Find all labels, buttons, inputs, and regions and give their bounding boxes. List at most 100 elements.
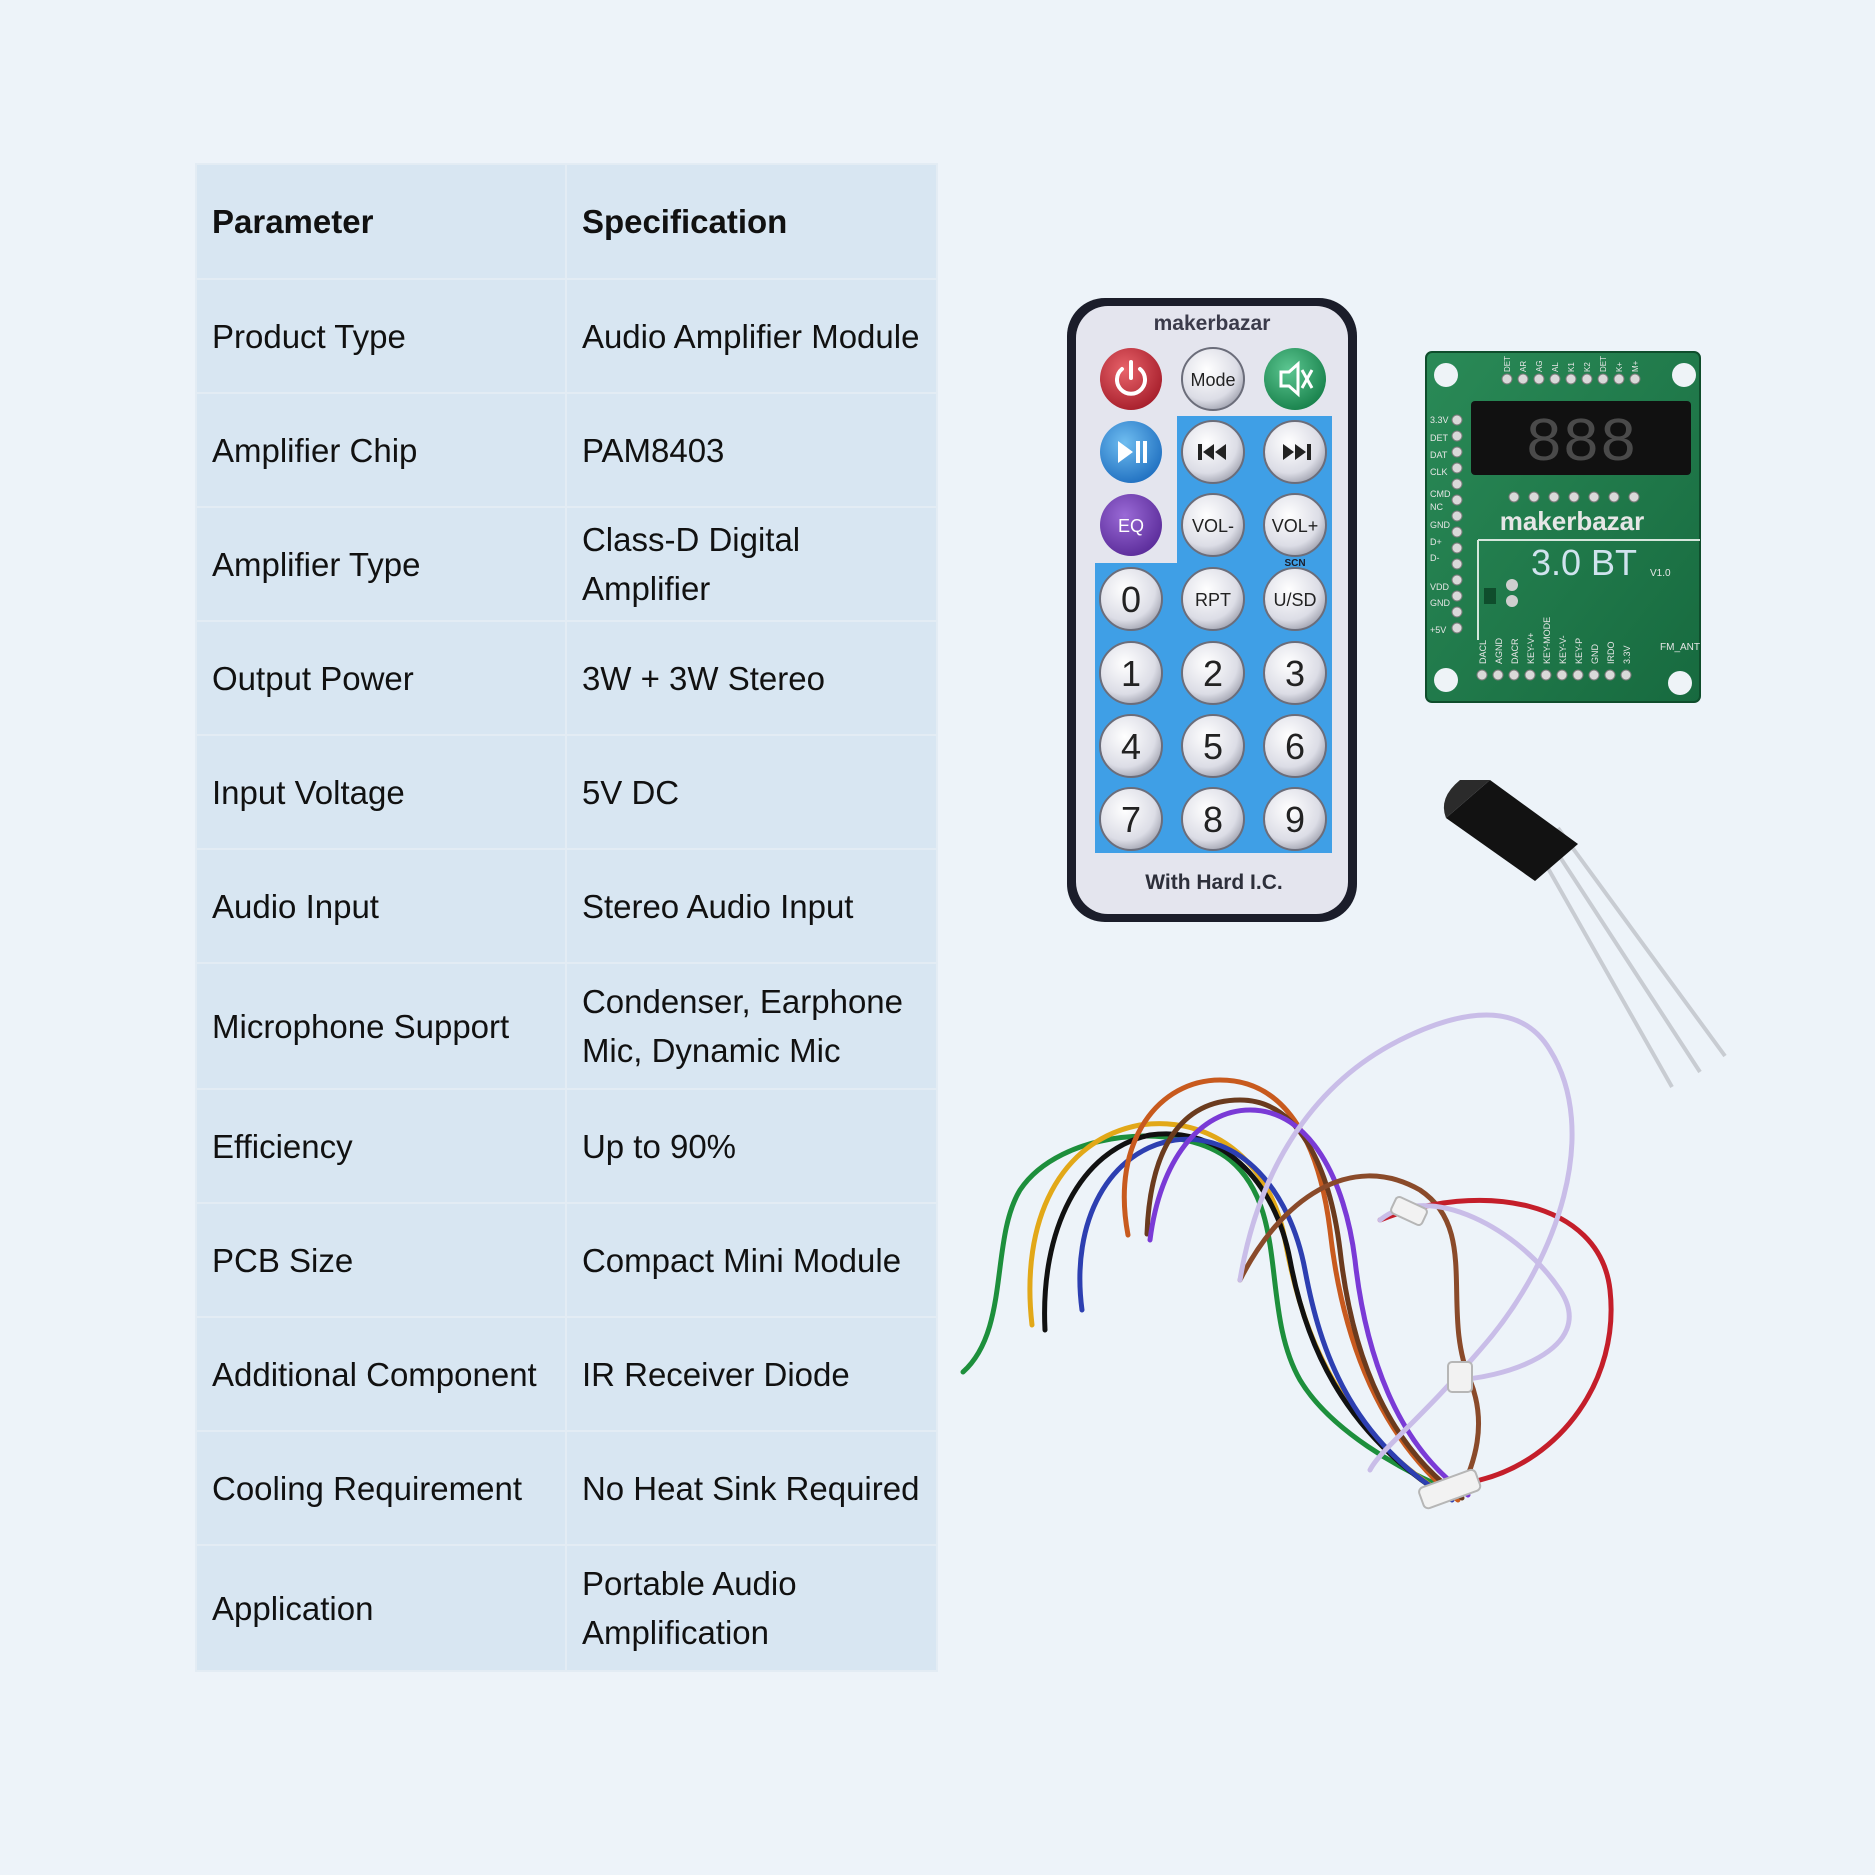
board-version: V1.0 — [1650, 568, 1671, 579]
volume-down-label: VOL- — [1192, 516, 1234, 536]
left-pin-label: DET — [1430, 433, 1449, 443]
specification-cell: Stereo Audio Input — [564, 848, 939, 964]
left-pin-label: CLK — [1430, 467, 1448, 477]
bottom-pin-label: AGND — [1494, 637, 1504, 664]
top-pin-label: AG — [1535, 360, 1544, 372]
digit-6-label: 6 — [1285, 726, 1305, 767]
left-pin-label: D+ — [1430, 537, 1442, 547]
bottom-pin-label: GND — [1590, 644, 1600, 665]
specification-cell: Compact Mini Module — [564, 1202, 939, 1318]
table-header-row: Parameter Specification — [195, 163, 939, 280]
power-icon — [1115, 360, 1147, 396]
parameter-cell: Additional Component — [195, 1316, 567, 1432]
digit-2-label: 2 — [1203, 653, 1223, 694]
top-pin-label: K2 — [1583, 362, 1592, 372]
eq-button[interactable] — [1100, 494, 1162, 556]
parameter-cell: Efficiency — [195, 1088, 567, 1204]
left-pin-label: DAT — [1430, 450, 1448, 460]
bottom-pin-label: IRDO — [1606, 642, 1616, 665]
digit-7-label: 7 — [1121, 799, 1141, 840]
parameter-cell: Audio Input — [195, 848, 567, 964]
mode-button[interactable] — [1181, 347, 1245, 411]
specification-cell: PAM8403 — [564, 392, 939, 508]
left-pin-label: +5V — [1430, 625, 1446, 635]
column-header-specification: Specification — [564, 163, 939, 280]
usd-label: U/SD — [1273, 590, 1316, 610]
left-pin-label: GND — [1430, 520, 1451, 530]
remote-footer: With Hard I.C. — [1145, 871, 1282, 894]
digit-0-label: 0 — [1121, 579, 1141, 620]
volume-up-label: VOL+ — [1272, 516, 1319, 536]
digit-1-button[interactable] — [1099, 641, 1163, 705]
digit-8-label: 8 — [1203, 799, 1223, 840]
digit-6-button[interactable] — [1263, 714, 1327, 778]
top-pin-label: DET — [1599, 356, 1608, 372]
left-pin-label: 3.3V — [1430, 415, 1449, 425]
digit-5-label: 5 — [1203, 726, 1223, 767]
digit-9-button[interactable] — [1263, 787, 1327, 851]
antenna-label: FM_ANT — [1660, 642, 1700, 653]
play-pause-icon — [1118, 441, 1147, 463]
mute-button[interactable] — [1264, 348, 1326, 410]
eq-label: EQ — [1118, 516, 1144, 536]
parameter-cell: Microphone Support — [195, 962, 567, 1090]
column-header-parameter: Parameter — [195, 163, 567, 280]
scn-label: SCN — [1284, 558, 1305, 569]
left-pin-label: D- — [1430, 553, 1440, 563]
specification-cell: Audio Amplifier Module — [564, 278, 939, 394]
digit-3-button[interactable] — [1263, 641, 1327, 705]
bottom-pin-label: DACR — [1510, 638, 1520, 664]
bottom-pin-label: DACL — [1478, 640, 1488, 664]
digit-5-button[interactable] — [1181, 714, 1245, 778]
bottom-pin-label: KEY-P — [1574, 638, 1584, 664]
bottom-pin-label: KEY-V+ — [1526, 633, 1536, 664]
volume-down-button[interactable] — [1181, 493, 1245, 557]
specification-cell: Up to 90% — [564, 1088, 939, 1204]
display-digits: 888 — [1525, 408, 1637, 479]
left-pin-label: CMD — [1430, 489, 1451, 499]
parameter-cell: Application — [195, 1544, 567, 1672]
digit-9-label: 9 — [1285, 799, 1305, 840]
top-pin-label: AR — [1519, 361, 1528, 372]
ir-receiver-diode — [1443, 780, 1727, 1088]
digit-8-button[interactable] — [1181, 787, 1245, 851]
mode-label: Mode — [1190, 370, 1235, 390]
wire-harness — [960, 1012, 1614, 1510]
digit-7-button[interactable] — [1099, 787, 1163, 851]
usd-button[interactable] — [1263, 567, 1327, 631]
digit-4-button[interactable] — [1099, 714, 1163, 778]
digit-1-label: 1 — [1121, 653, 1141, 694]
digit-0-button[interactable] — [1099, 567, 1163, 631]
specification-cell: 3W + 3W Stereo — [564, 620, 939, 736]
repeat-label: RPT — [1195, 590, 1231, 610]
repeat-button[interactable] — [1181, 567, 1245, 631]
parameter-cell: Input Voltage — [195, 734, 567, 850]
digit-4-label: 4 — [1121, 726, 1141, 767]
ir-remote: makerbazar Mode EQ VOL- VOL+ SCN — [1067, 298, 1357, 922]
parameter-cell: Product Type — [195, 278, 567, 394]
volume-up-button[interactable] — [1263, 493, 1327, 557]
parameter-cell: PCB Size — [195, 1202, 567, 1318]
previous-icon — [1198, 444, 1226, 460]
left-pin-label: NC — [1430, 502, 1443, 512]
top-pin-label: K1 — [1567, 362, 1576, 372]
specification-cell: Condenser, Earphone Mic, Dynamic Mic — [564, 962, 939, 1090]
top-pin-label: K+ — [1615, 362, 1624, 372]
mute-icon — [1279, 360, 1314, 398]
led-display — [1471, 401, 1691, 475]
bottom-pin-label: 3.3V — [1622, 645, 1632, 664]
parameter-cell: Output Power — [195, 620, 567, 736]
bottom-pin-label: KEY-MODE — [1542, 617, 1552, 664]
digit-2-button[interactable] — [1181, 641, 1245, 705]
board-brand: makerbazar — [1500, 506, 1645, 536]
top-pin-label: DET — [1503, 356, 1512, 372]
